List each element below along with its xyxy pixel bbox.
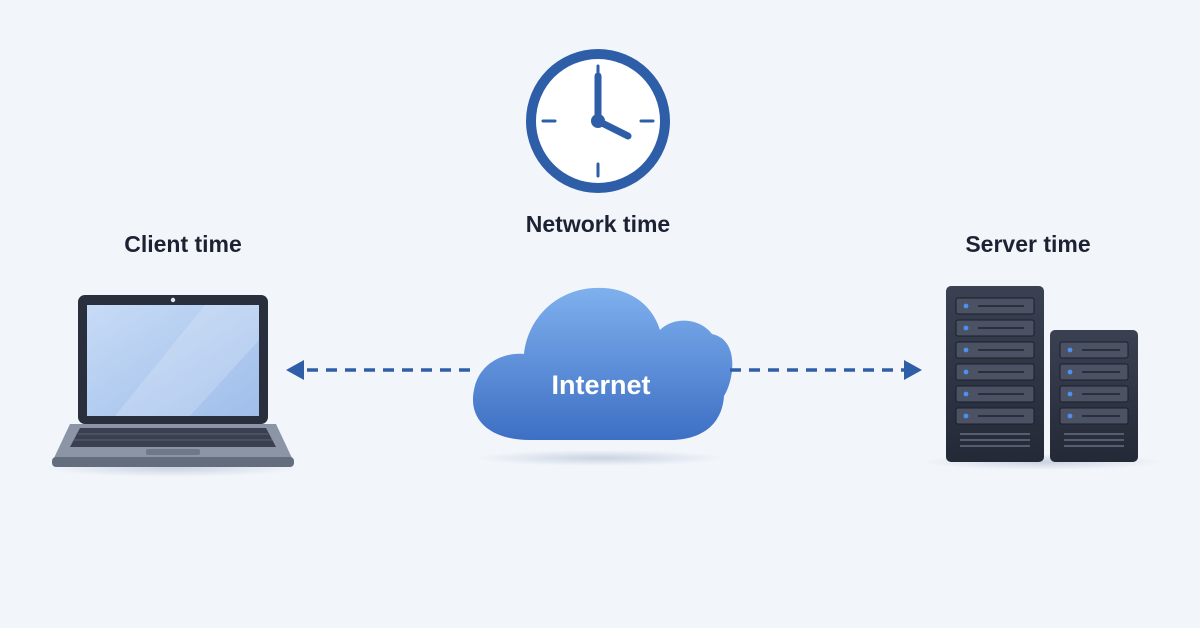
arrow-internet-to-server	[730, 360, 922, 380]
server-rack-icon	[922, 286, 1162, 470]
laptop-icon	[42, 295, 302, 477]
clock-icon	[526, 49, 670, 193]
internet-label: Internet	[551, 370, 651, 400]
server-time-label: Server time	[965, 231, 1091, 257]
client-time-label: Client time	[124, 231, 242, 257]
cloud-icon	[472, 287, 733, 466]
network-time-label: Network time	[525, 211, 671, 237]
arrow-internet-to-client	[286, 360, 470, 380]
